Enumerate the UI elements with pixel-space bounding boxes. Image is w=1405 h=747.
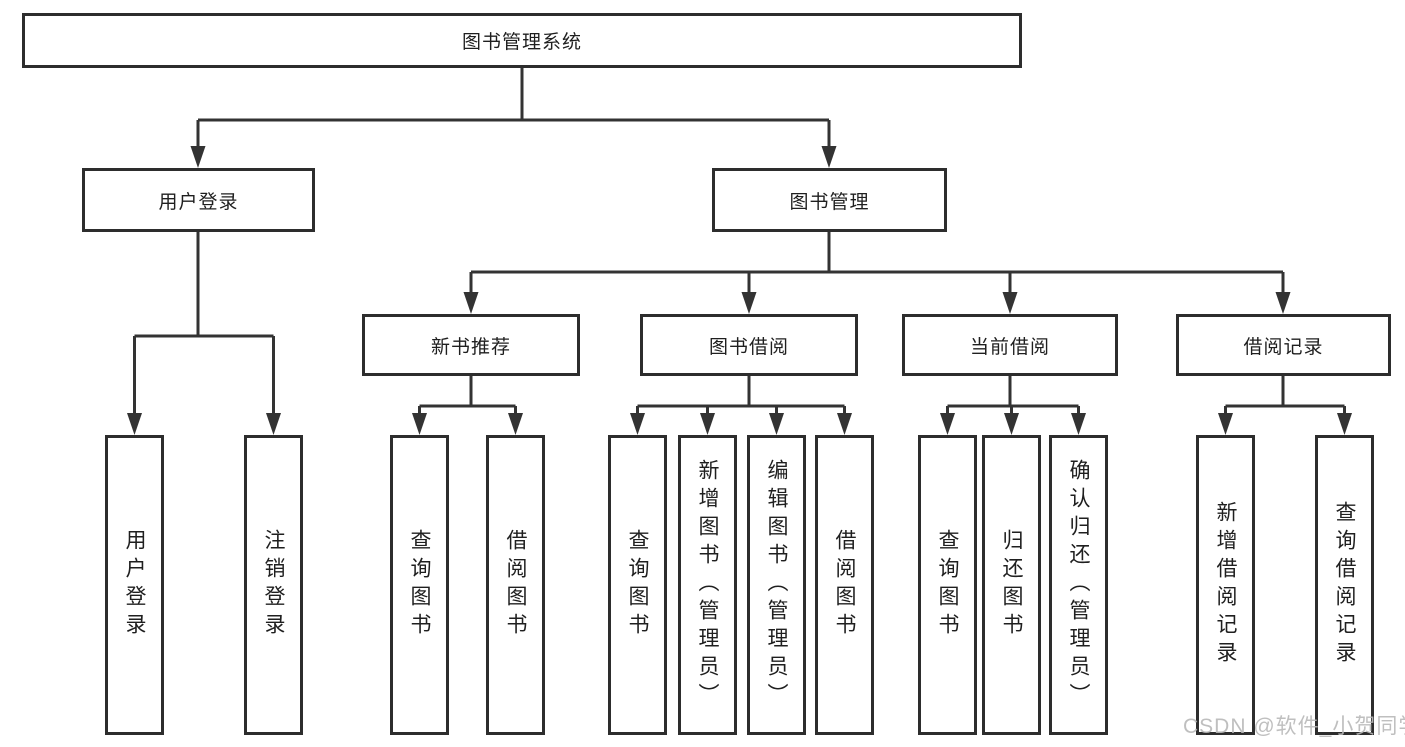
edge-new-book-recommend-to-children xyxy=(412,376,523,435)
edge-book-borrow-to-children xyxy=(630,376,852,435)
node-edit-book-admin-label: 编辑图书（管理员） xyxy=(765,459,788,711)
node-library-system: 图书管理系统 xyxy=(22,13,1022,68)
node-borrow-records-label: 借阅记录 xyxy=(1243,336,1324,358)
node-query-borrow-record: 查询借阅记录 xyxy=(1315,435,1374,735)
node-query-books-1: 查询图书 xyxy=(390,435,449,735)
node-book-borrow: 图书借阅 xyxy=(640,314,858,376)
edge-current-borrow-to-children xyxy=(940,376,1086,435)
node-current-borrow-label: 当前借阅 xyxy=(969,336,1050,358)
node-add-book-admin-label: 新增图书（管理员） xyxy=(696,459,719,711)
node-borrow-books-1-label: 借阅图书 xyxy=(504,529,527,641)
node-query-books-3-label: 查询图书 xyxy=(936,529,959,641)
node-book-management: 图书管理 xyxy=(712,168,947,232)
node-library-system-label: 图书管理系统 xyxy=(461,32,582,53)
node-user-login: 用户登录 xyxy=(82,168,315,232)
edge-user-login-to-children xyxy=(127,232,281,435)
node-add-borrow-record-label: 新增借阅记录 xyxy=(1214,501,1237,669)
edge-root-to-level2 xyxy=(190,68,837,168)
node-user-login-label: 用户登录 xyxy=(158,191,239,213)
node-user-login-action-label: 用户登录 xyxy=(123,529,146,641)
node-return-books: 归还图书 xyxy=(982,435,1041,735)
node-borrow-books-2-label: 借阅图书 xyxy=(833,529,856,641)
node-edit-book-admin: 编辑图书（管理员） xyxy=(747,435,806,735)
node-new-book-recommend: 新书推荐 xyxy=(362,314,580,376)
node-logout: 注销登录 xyxy=(244,435,303,735)
node-query-borrow-record-label: 查询借阅记录 xyxy=(1333,501,1356,669)
node-confirm-return-admin-label: 确认归还（管理员） xyxy=(1067,459,1090,711)
node-user-login-action: 用户登录 xyxy=(105,435,164,735)
node-borrow-books-1: 借阅图书 xyxy=(486,435,545,735)
edge-borrow-records-to-children xyxy=(1218,376,1352,435)
csdn-watermark: CSDN @软件_小贺同学 xyxy=(1183,715,1405,738)
node-query-books-2: 查询图书 xyxy=(608,435,667,735)
node-return-books-label: 归还图书 xyxy=(1000,529,1023,641)
node-query-books-1-label: 查询图书 xyxy=(408,529,431,641)
node-book-borrow-label: 图书借阅 xyxy=(708,336,789,358)
node-query-books-3: 查询图书 xyxy=(918,435,977,735)
node-add-borrow-record: 新增借阅记录 xyxy=(1196,435,1255,735)
node-logout-label: 注销登录 xyxy=(262,529,285,641)
node-add-book-admin: 新增图书（管理员） xyxy=(678,435,737,735)
edge-book-management-to-children xyxy=(463,232,1291,314)
node-borrow-books-2: 借阅图书 xyxy=(815,435,874,735)
node-current-borrow: 当前借阅 xyxy=(902,314,1118,376)
node-book-management-label: 图书管理 xyxy=(789,191,870,213)
node-borrow-records: 借阅记录 xyxy=(1176,314,1391,376)
node-query-books-2-label: 查询图书 xyxy=(626,529,649,641)
node-new-book-recommend-label: 新书推荐 xyxy=(430,336,511,358)
node-confirm-return-admin: 确认归还（管理员） xyxy=(1049,435,1108,735)
